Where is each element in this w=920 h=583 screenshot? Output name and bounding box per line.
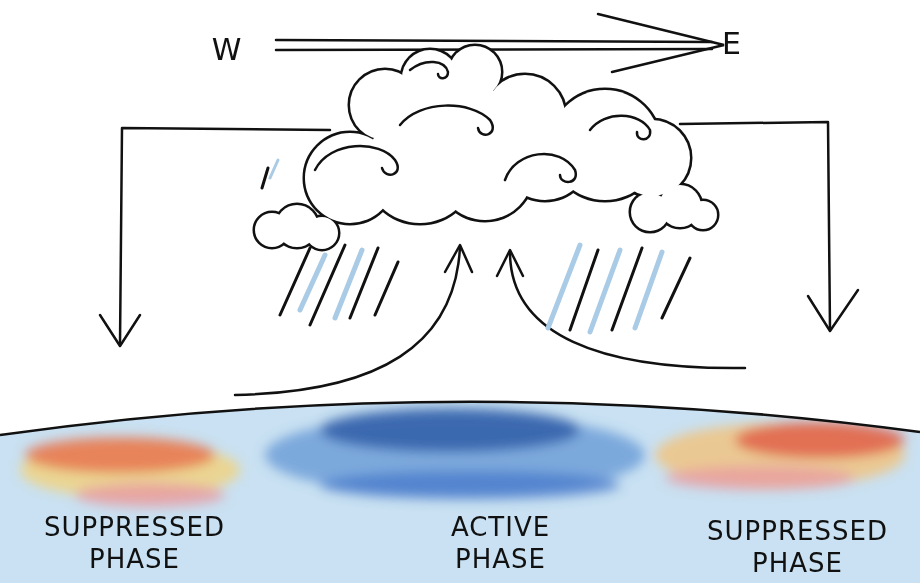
warm-patch xyxy=(75,483,225,507)
sst-patches xyxy=(20,408,905,507)
rain-streak xyxy=(280,248,310,315)
arrow-shaft xyxy=(276,40,712,42)
sea-surface xyxy=(0,402,920,435)
inflow-arrow xyxy=(235,247,460,395)
cloud-curl xyxy=(505,154,576,182)
cloud-curl xyxy=(590,116,650,140)
cool-patch xyxy=(320,408,580,452)
cloud-curl xyxy=(400,106,493,135)
rain-streak xyxy=(350,248,378,318)
rain-streak xyxy=(310,245,345,325)
arrow-head xyxy=(100,315,140,346)
warm-patch xyxy=(25,437,215,473)
rain-streak xyxy=(662,258,690,318)
cloud-curl xyxy=(315,146,398,175)
subsidence-arrow xyxy=(680,122,830,330)
cloud-lobe xyxy=(402,50,458,106)
rain-streak xyxy=(270,160,278,178)
ocean-band xyxy=(0,402,920,583)
compass-label: E xyxy=(708,28,756,60)
cloud-curls xyxy=(315,62,650,182)
cool-patch xyxy=(320,471,620,499)
cloud-lobe xyxy=(402,50,458,106)
arrow-head xyxy=(598,14,724,72)
cloud-lobe xyxy=(485,75,565,155)
rain-streak xyxy=(375,262,398,315)
cloud-lobe xyxy=(449,46,501,98)
arrow-shaft xyxy=(276,49,712,50)
phase-label: SUPPRESSED PHASE xyxy=(32,511,237,575)
phase-label: SUPPRESSED PHASE xyxy=(695,515,900,579)
cloud-lobe xyxy=(485,75,565,155)
cloud-fill xyxy=(255,46,717,249)
cloud-lobe xyxy=(689,201,717,229)
circulation-arrows xyxy=(100,122,858,395)
arrow-head xyxy=(808,290,858,331)
cloud-lobe xyxy=(306,217,338,249)
cloud-curl xyxy=(410,62,448,78)
warm-patch xyxy=(665,466,855,490)
rain-streak xyxy=(262,168,268,188)
cloud-lobe xyxy=(449,46,501,98)
cloud-lobe xyxy=(614,120,690,196)
rain-streak xyxy=(335,250,362,318)
cloud-outline xyxy=(255,46,717,249)
arrow-head xyxy=(445,245,472,272)
cloud-lobe xyxy=(306,217,338,249)
arrow-head xyxy=(497,250,523,276)
phase-label: ACTIVE PHASE xyxy=(418,511,583,575)
subsidence-arrow xyxy=(120,128,330,345)
cloud-lobe xyxy=(689,201,717,229)
inflow-arrow xyxy=(510,252,745,368)
compass-label: W xyxy=(203,34,251,66)
rain-streak xyxy=(635,252,662,328)
cloud-lobe xyxy=(614,120,690,196)
